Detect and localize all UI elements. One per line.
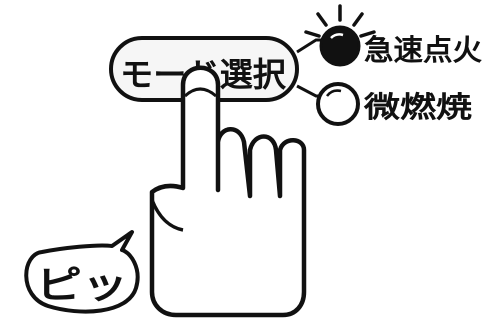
beep-sound-text: ピッ bbox=[36, 263, 128, 307]
fingernail bbox=[183, 87, 217, 98]
lamp-lit-icon bbox=[304, 4, 376, 67]
lamp-off-highlight bbox=[325, 89, 342, 97]
lamp-lit-highlight bbox=[330, 33, 344, 39]
lamp-lit-circle bbox=[319, 25, 361, 67]
lamp-off-icon bbox=[316, 82, 360, 126]
speech-bubble-outline bbox=[24, 230, 140, 314]
speech-bubble: ピッ bbox=[24, 230, 140, 314]
hand-outline bbox=[149, 65, 307, 318]
indicator-label-fine-combustion: 微燃焼 bbox=[363, 90, 472, 124]
lamp-rays bbox=[304, 4, 376, 38]
pointing-hand-icon bbox=[149, 65, 307, 318]
indicator-label-rapid-ignition: 急速点火 bbox=[364, 33, 482, 67]
thumb-fold bbox=[150, 199, 184, 232]
